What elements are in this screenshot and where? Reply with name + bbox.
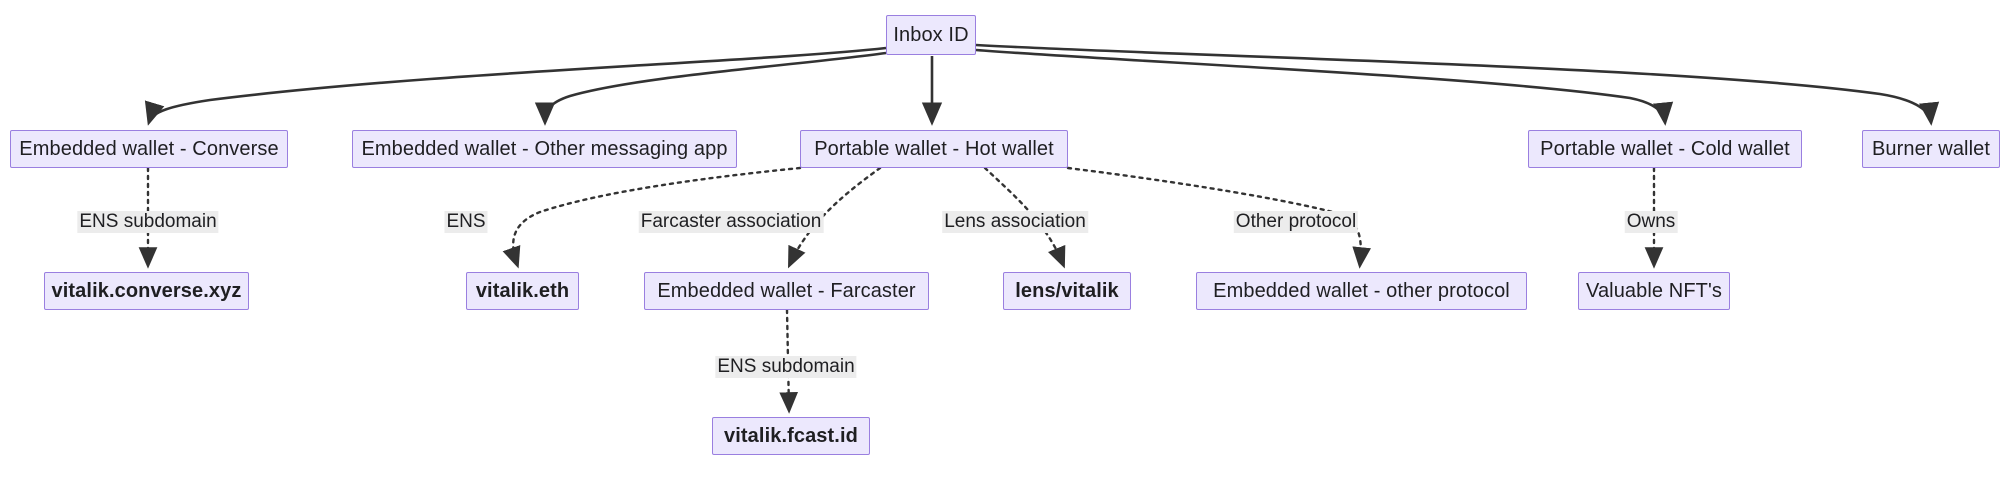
edge-hot-wallet-to-farcaster bbox=[788, 166, 882, 269]
edge-inbox-to-burner-wallet bbox=[975, 43, 1940, 126]
edge-inbox-to-cold-wallet bbox=[975, 48, 1674, 126]
edge-label-farcaster-association: Farcaster association bbox=[638, 211, 824, 233]
edge-inbox-to-converse bbox=[144, 46, 887, 126]
node-portable-wallet-hot-wallet[interactable]: Portable wallet - Hot wallet bbox=[800, 130, 1068, 168]
node-vitalik-converse-xyz[interactable]: vitalik.converse.xyz bbox=[44, 272, 249, 310]
node-embedded-wallet-farcaster[interactable]: Embedded wallet - Farcaster bbox=[644, 272, 929, 310]
edge-label-other-protocol: Other protocol bbox=[1233, 211, 1359, 233]
node-inbox-id[interactable]: Inbox ID bbox=[886, 15, 976, 55]
node-embedded-wallet-other-protocol[interactable]: Embedded wallet - other protocol bbox=[1196, 272, 1527, 310]
node-vitalik-fcast-id[interactable]: vitalik.fcast.id bbox=[712, 417, 870, 455]
node-burner-wallet[interactable]: Burner wallet bbox=[1862, 130, 2000, 168]
edge-inbox-to-other-messaging-app bbox=[534, 51, 887, 126]
edge-label-owns: Owns bbox=[1624, 211, 1678, 233]
edge-hot-wallet-to-lens bbox=[983, 166, 1066, 269]
edge-label-lens-association: Lens association bbox=[942, 211, 1088, 233]
node-portable-wallet-cold-wallet[interactable]: Portable wallet - Cold wallet bbox=[1528, 130, 1802, 168]
edge-label-ens-subdomain-farcaster: ENS subdomain bbox=[715, 356, 857, 378]
node-lens-vitalik[interactable]: lens/vitalik bbox=[1003, 272, 1131, 310]
edge-hot-wallet-to-vitalik-eth bbox=[502, 166, 802, 269]
node-embedded-wallet-converse[interactable]: Embedded wallet - Converse bbox=[10, 130, 288, 168]
node-embedded-wallet-other-messaging-app[interactable]: Embedded wallet - Other messaging app bbox=[352, 130, 737, 168]
edge-label-ens-subdomain-converse: ENS subdomain bbox=[77, 211, 219, 233]
node-valuable-nfts[interactable]: Valuable NFT's bbox=[1578, 272, 1730, 310]
edge-label-ens: ENS bbox=[444, 211, 488, 233]
edge-hot-wallet-to-other-protocol bbox=[1066, 166, 1371, 269]
node-vitalik-eth[interactable]: vitalik.eth bbox=[466, 272, 579, 310]
